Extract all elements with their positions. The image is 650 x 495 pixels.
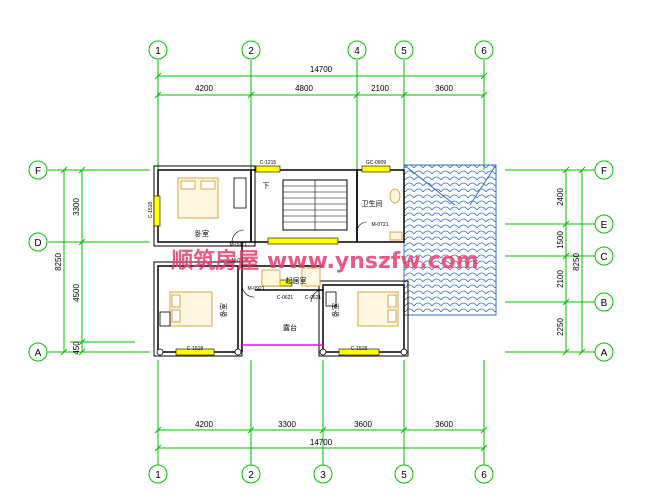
right-total-dimension: 8250 xyxy=(572,253,581,271)
axis-bubbles-right xyxy=(594,160,614,362)
top-dimension-chain xyxy=(154,72,488,99)
bottom-dimension-chain xyxy=(154,426,488,452)
tag-m0921-b: M-0921 xyxy=(248,286,265,292)
axis-bottom-1: 1 xyxy=(155,470,161,481)
top-total-dimension: 14700 xyxy=(310,65,333,74)
tag-c0621-b: C-0621 xyxy=(305,295,322,301)
axis-bubbles-bottom xyxy=(148,464,494,484)
tag-c1518-bottom-left: C-1518 xyxy=(187,346,204,352)
left-dimension-2: 4500 xyxy=(72,284,81,302)
top-dimension-4: 3600 xyxy=(435,84,453,93)
axis-right-B: B xyxy=(601,298,608,309)
left-dimension-3: 450 xyxy=(72,341,81,355)
axis-bottom-3: 3 xyxy=(320,470,326,481)
room-label-terrace: 露台 xyxy=(283,323,297,332)
top-dimension-1: 4200 xyxy=(195,84,213,93)
room-label-bedroom-bottom-right: 卧室 xyxy=(331,303,340,317)
right-dimension-2: 1500 xyxy=(556,231,565,249)
bathroom-fixtures xyxy=(389,188,403,241)
axis-top-2: 2 xyxy=(248,46,254,57)
bottom-dimension-1: 4200 xyxy=(195,420,213,429)
tag-c1215: C-1215 xyxy=(260,160,277,166)
stair-treads xyxy=(283,180,347,230)
top-dimension-2: 4800 xyxy=(295,84,313,93)
room-label-bathroom: 卫生间 xyxy=(362,199,383,208)
right-dimension-3: 2100 xyxy=(556,270,565,288)
axis-bottom-2: 2 xyxy=(248,470,254,481)
tag-m0721: M-0721 xyxy=(372,222,389,228)
axis-left-D: D xyxy=(34,238,41,249)
bed-bottom-right xyxy=(325,291,399,327)
axis-bubbles-top xyxy=(148,40,494,60)
tag-c1518-bottom-right: C-1518 xyxy=(351,346,368,352)
axis-right-C: C xyxy=(600,252,607,263)
axis-top-6: 6 xyxy=(481,46,487,57)
room-label-living: 起居室 xyxy=(286,276,307,285)
bed-bottom-left xyxy=(159,291,213,327)
axis-bottom-6: 6 xyxy=(481,470,487,481)
watermark: 顺筑房屋 www.ynszfw.com xyxy=(171,248,478,274)
top-dimension-3: 2100 xyxy=(371,84,389,93)
bottom-dimension-4: 3600 xyxy=(435,420,453,429)
tag-c1518-left: C-1518 xyxy=(148,202,154,219)
left-total-dimension: 8250 xyxy=(54,253,63,271)
right-dimension-1: 2400 xyxy=(556,188,565,206)
stair-down-label: 下 xyxy=(263,182,270,190)
tag-m0921-a: M-0921 xyxy=(230,242,247,248)
axis-left-F: F xyxy=(35,166,41,177)
living-fixtures xyxy=(261,267,321,287)
tag-gc0909: GC-0909 xyxy=(366,160,387,166)
axis-top-1: 1 xyxy=(155,46,161,57)
room-label-bedroom-bottom-left: 卧室 xyxy=(219,303,228,317)
axis-top-5: 5 xyxy=(401,46,407,57)
axis-bottom-5: 5 xyxy=(401,470,407,481)
axis-top-4: 4 xyxy=(354,46,360,57)
bottom-dimension-3: 3600 xyxy=(354,420,372,429)
tag-c0621-a: C-0621 xyxy=(277,295,294,301)
bottom-dimension-2: 3300 xyxy=(278,420,296,429)
axis-left-A: A xyxy=(35,348,42,359)
door-swings xyxy=(231,221,368,303)
axis-right-E: E xyxy=(601,220,608,231)
bottom-total-dimension: 14700 xyxy=(310,438,333,447)
horizontal-axis-lines xyxy=(48,169,600,353)
axis-right-A: A xyxy=(601,348,608,359)
right-dimension-chain xyxy=(562,166,586,356)
left-dimension-chain xyxy=(60,166,135,356)
column-posts xyxy=(156,348,408,356)
tag-m0921-c: M-0921 xyxy=(232,258,249,264)
axis-bubbles-left xyxy=(28,160,48,362)
room-label-bedroom-top-left: 卧室 xyxy=(195,229,209,238)
roof-tiles xyxy=(403,164,497,316)
left-dimension-1: 3300 xyxy=(72,198,81,216)
axis-right-F: F xyxy=(601,166,607,177)
bed-top-left xyxy=(177,177,247,219)
right-dimension-4: 2250 xyxy=(556,318,565,336)
